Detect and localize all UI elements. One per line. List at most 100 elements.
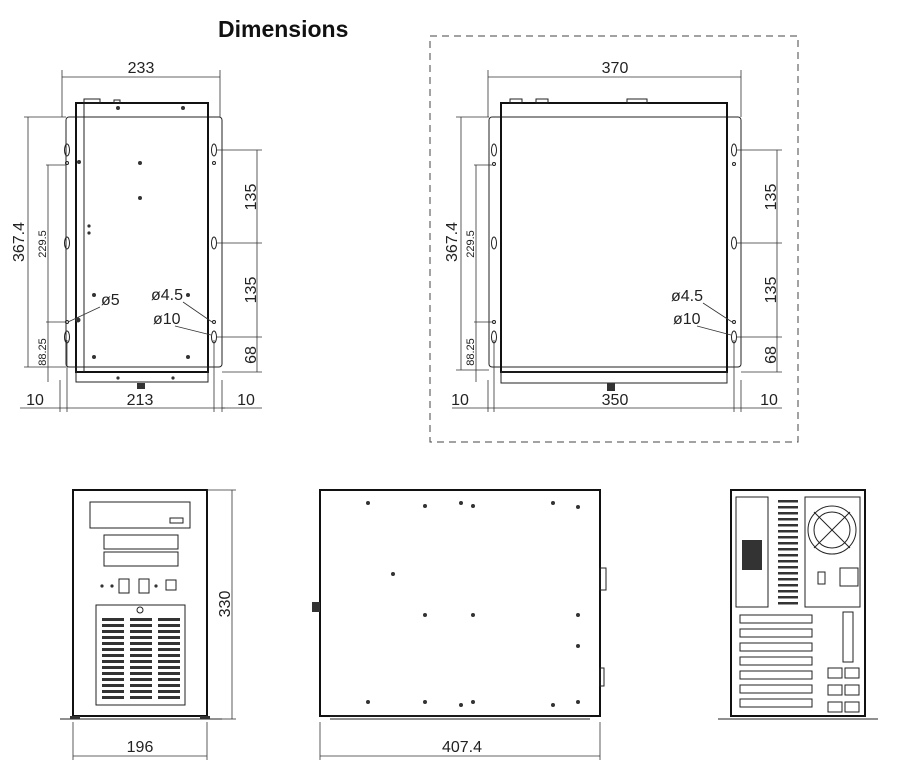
label-hole-5: ø5 bbox=[101, 292, 120, 309]
vent-slot bbox=[158, 696, 180, 699]
dim-side-depth: 407.4 bbox=[442, 739, 482, 756]
vent-slot bbox=[130, 636, 152, 639]
dim-hole-spacing: 229.5 bbox=[465, 230, 477, 258]
dim-slot-upper: 135 bbox=[243, 184, 260, 211]
vent-slot bbox=[158, 672, 180, 675]
vent-slot bbox=[778, 554, 798, 557]
mount-flange bbox=[65, 116, 223, 368]
vent-slot bbox=[102, 642, 124, 645]
dim-margin-left: 10 bbox=[451, 392, 469, 409]
page-title: Dimensions bbox=[218, 16, 348, 42]
vent-slot bbox=[102, 648, 124, 651]
rear-chassis bbox=[730, 489, 866, 717]
vent-slot bbox=[778, 542, 798, 545]
label-slot-10: ø10 bbox=[673, 311, 701, 328]
dim-margin-right: 10 bbox=[237, 392, 255, 409]
vent-slot bbox=[778, 566, 798, 569]
vent-slot bbox=[158, 642, 180, 645]
optical-drive-bay bbox=[89, 501, 191, 529]
vent-slot bbox=[158, 618, 180, 621]
vent-slot bbox=[778, 512, 798, 515]
dim-margin-left: 10 bbox=[26, 392, 44, 409]
wall-mount-view-small: 233 367.4 229.5 88.25 135 135 68 ø5 ø4.5… bbox=[11, 60, 262, 412]
vent-slot bbox=[102, 630, 124, 633]
io-panel bbox=[735, 496, 769, 608]
vent-slot bbox=[102, 654, 124, 657]
vent-slot bbox=[778, 578, 798, 581]
vent-slot bbox=[102, 678, 124, 681]
vent-slot bbox=[158, 690, 180, 693]
vent-slot bbox=[158, 660, 180, 663]
vent-slot bbox=[739, 698, 813, 708]
dim-hole-distance: 350 bbox=[602, 392, 629, 409]
vent-slot bbox=[130, 666, 152, 669]
dim-slot-lower: 135 bbox=[763, 277, 780, 304]
vent-slot bbox=[130, 642, 152, 645]
vent-slot bbox=[102, 666, 124, 669]
vent-slot bbox=[130, 654, 152, 657]
dim-hole-spacing: 229.5 bbox=[37, 230, 49, 258]
dim-width-233: 233 bbox=[128, 60, 155, 77]
vent-slot bbox=[102, 696, 124, 699]
psu bbox=[804, 496, 861, 608]
dim-height: 367.4 bbox=[11, 222, 28, 262]
vent-slot bbox=[158, 630, 180, 633]
dim-slot-bottom: 68 bbox=[763, 346, 780, 364]
vent-slot bbox=[102, 636, 124, 639]
vent-slot bbox=[158, 678, 180, 681]
vent-slot bbox=[778, 548, 798, 551]
vent-slot bbox=[130, 684, 152, 687]
vent-slot bbox=[739, 628, 813, 638]
mount-flange bbox=[488, 116, 742, 368]
vent-slot bbox=[130, 624, 152, 627]
vent-slot bbox=[102, 624, 124, 627]
vent-slot bbox=[158, 648, 180, 651]
dim-front-width: 196 bbox=[127, 739, 154, 756]
vent-slot bbox=[778, 584, 798, 587]
vent-slot bbox=[778, 518, 798, 521]
dim-bottom-offset: 88.25 bbox=[465, 338, 477, 366]
dim-slot-upper: 135 bbox=[763, 184, 780, 211]
vent-slot bbox=[739, 684, 813, 694]
side-chassis bbox=[319, 489, 601, 717]
dim-hole-distance: 213 bbox=[127, 392, 154, 409]
vent-slot bbox=[739, 656, 813, 666]
vent-slot bbox=[778, 524, 798, 527]
vent-slot bbox=[778, 536, 798, 539]
vent-slot bbox=[102, 690, 124, 693]
vent-slot bbox=[158, 636, 180, 639]
vent-slot bbox=[102, 684, 124, 687]
rear-view bbox=[718, 489, 878, 720]
vent-slot bbox=[778, 590, 798, 593]
dim-front-height: 330 bbox=[217, 591, 234, 618]
side-view: 407.4 bbox=[312, 489, 607, 760]
highlight-box bbox=[429, 35, 799, 443]
vent-slot bbox=[778, 572, 798, 575]
label-slot-10: ø10 bbox=[153, 311, 181, 328]
vent-slot bbox=[102, 672, 124, 675]
fan-icon bbox=[807, 505, 857, 555]
front-view: 330 196 bbox=[60, 489, 236, 760]
vent-slot bbox=[130, 696, 152, 699]
vent-slot bbox=[130, 660, 152, 663]
dim-width-370: 370 bbox=[602, 60, 629, 77]
vent-slot bbox=[739, 642, 813, 652]
dim-slot-bottom: 68 bbox=[243, 346, 260, 364]
chassis-body bbox=[75, 102, 209, 373]
vent-slot bbox=[778, 560, 798, 563]
front-chassis bbox=[72, 489, 208, 717]
vent-slot bbox=[778, 530, 798, 533]
dim-margin-right: 10 bbox=[760, 392, 778, 409]
vent-slot bbox=[158, 684, 180, 687]
vent-slot bbox=[130, 678, 152, 681]
dim-height: 367.4 bbox=[444, 222, 461, 262]
dim-bottom-offset: 88.25 bbox=[37, 338, 49, 366]
dim-slot-lower: 135 bbox=[243, 277, 260, 304]
vent-slot bbox=[778, 506, 798, 509]
vent-slot bbox=[739, 670, 813, 680]
vent-slot bbox=[158, 654, 180, 657]
vent-slot bbox=[739, 614, 813, 624]
vent-slot bbox=[130, 630, 152, 633]
vent-slot bbox=[158, 666, 180, 669]
